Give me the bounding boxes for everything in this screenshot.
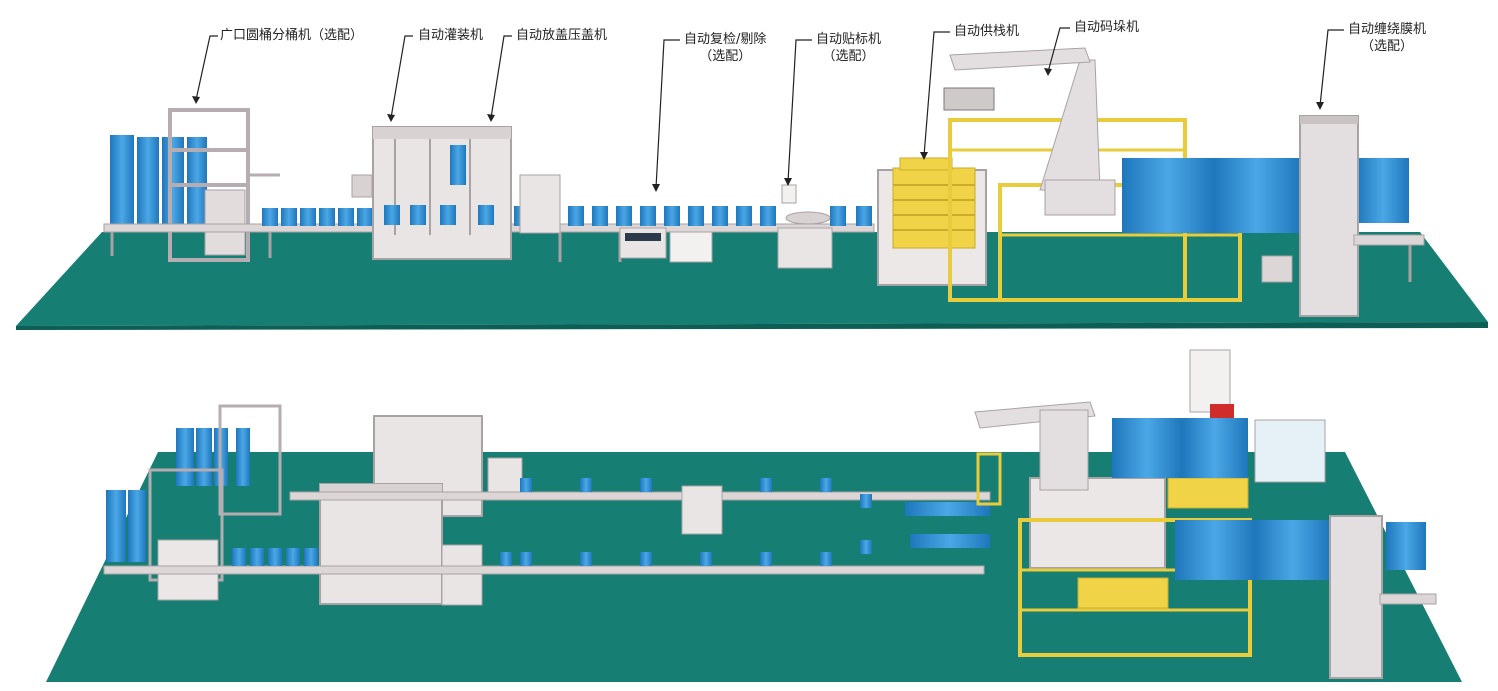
arrow-recheck	[655, 39, 680, 189]
filling-capping-machine	[351, 126, 561, 260]
arrow-pallet-supply	[923, 31, 950, 157]
labeling-machine	[777, 184, 833, 269]
arrow-bucket-separator	[195, 35, 218, 101]
callout-arrows	[195, 27, 1344, 189]
top-stacked-buckets	[1122, 158, 1409, 233]
label-pallet-supply: 自动供栈机	[954, 23, 1019, 40]
label-recheck-sub: （选配）	[699, 49, 752, 64]
label-wrapper-title: 自动缠绕膜机	[1348, 22, 1427, 37]
top-layout-view	[16, 47, 1488, 330]
label-capping-title: 自动放盖压盖机	[516, 28, 608, 43]
label-filling-title: 自动灌装机	[418, 28, 484, 43]
label-wrapper-sub: （选配）	[1361, 39, 1414, 54]
label-labeling: 自动贴标机 （选配）	[816, 31, 881, 65]
label-recheck: 自动复检/剔除 （选配）	[684, 31, 766, 65]
label-filling: 自动灌装机	[418, 27, 483, 44]
bottom-stacked-buckets	[1112, 418, 1426, 580]
arrow-labeling	[787, 39, 812, 183]
bottom-wrapped-pallet	[1254, 419, 1326, 483]
label-bucket-separator: 广口圆桶分桶机（选配）	[220, 27, 363, 44]
bottom-filling-machines	[319, 415, 523, 606]
stretch-wrapping-machine	[1261, 115, 1425, 317]
pallet-supply-machine	[877, 157, 987, 286]
label-capping: 自动放盖压盖机	[516, 27, 607, 44]
label-pallet-supply-title: 自动供栈机	[954, 24, 1020, 39]
bottom-conveyor-buckets	[232, 478, 990, 566]
bottom-palletizer-area	[974, 349, 1252, 657]
arrow-capping	[490, 35, 512, 119]
top-conveyor-buckets	[262, 206, 872, 226]
label-palletizer-title: 自动码垛机	[1074, 20, 1140, 35]
arrow-wrapper	[1319, 29, 1344, 107]
label-palletizer: 自动码垛机	[1074, 19, 1139, 36]
bottom-wrapping-machine	[1329, 515, 1383, 679]
arrow-heads	[192, 68, 1324, 192]
bucket-separator-machine	[110, 108, 280, 262]
arrow-palletizer	[1047, 27, 1070, 73]
recheck-reject-machine	[619, 227, 713, 263]
arrow-filling	[390, 35, 413, 119]
bottom-labeling-unit	[681, 485, 723, 535]
label-wrapper: 自动缠绕膜机 （选配）	[1348, 21, 1426, 55]
label-bucket-separator-title: 广口圆桶分桶机（选配）	[220, 28, 364, 43]
label-recheck-title: 自动复检/剔除	[684, 32, 767, 47]
bottom-layout-view	[46, 349, 1462, 682]
label-labeling-sub: （选配）	[822, 49, 875, 64]
label-labeling-title: 自动贴标机	[816, 32, 882, 47]
top-floor-shadow	[16, 322, 1488, 330]
bottom-pallet-conveyor	[1379, 593, 1437, 605]
